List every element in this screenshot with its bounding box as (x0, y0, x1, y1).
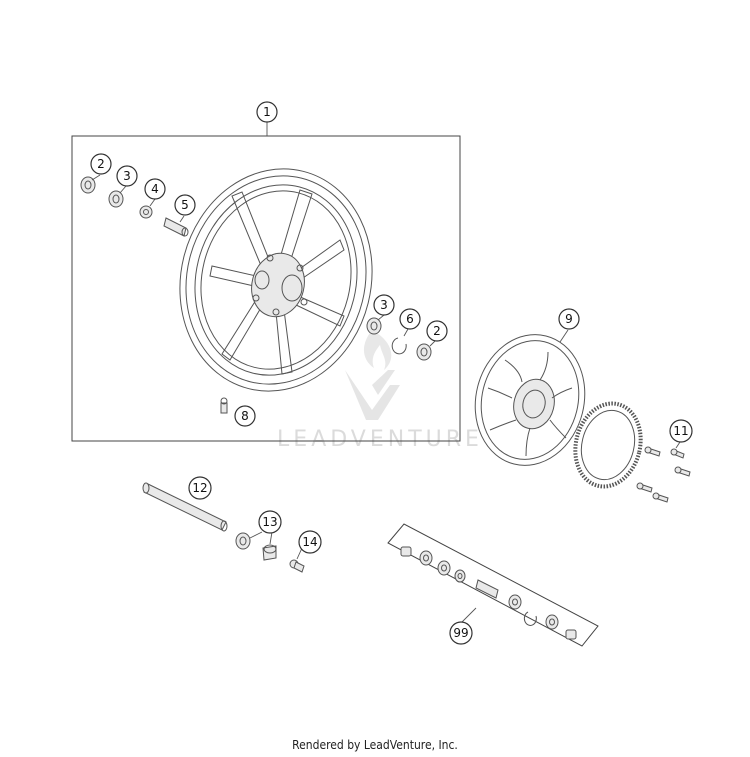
callout-5[interactable]: 5 (174, 194, 196, 216)
callout-9[interactable]: 9 (558, 308, 580, 330)
bolt-14 (289, 559, 305, 573)
abs-sensor-ring (573, 401, 643, 489)
svg-text:2: 2 (433, 324, 441, 338)
watermark-text: LEADVENTURE (277, 427, 483, 452)
axle-12 (142, 482, 228, 532)
callout-12[interactable]: 12 (188, 476, 212, 500)
svg-text:6: 6 (406, 312, 414, 326)
footer-credit: Rendered by LeadVenture, Inc. (292, 738, 458, 752)
svg-text:1: 1 (263, 105, 271, 119)
callout-2-left[interactable]: 2 (90, 153, 112, 175)
front-wheel (179, 168, 373, 392)
spacer-4 (139, 205, 153, 219)
circlip-6 (391, 337, 407, 355)
callout-99[interactable]: 99 (449, 621, 473, 645)
svg-text:2: 2 (97, 157, 105, 171)
svg-text:13: 13 (262, 515, 277, 529)
callout-6[interactable]: 6 (399, 308, 421, 330)
callout-8[interactable]: 8 (234, 405, 256, 427)
svg-text:8: 8 (241, 409, 249, 423)
svg-text:12: 12 (192, 481, 207, 495)
callout-11[interactable]: 11 (669, 419, 693, 443)
svg-text:99: 99 (453, 626, 468, 640)
leadventure-watermark: LEADVENTURE (277, 330, 483, 452)
valve-8 (220, 397, 228, 414)
svg-text:5: 5 (181, 198, 189, 212)
wheel-assembly-box (71, 135, 461, 442)
svg-text:9: 9 (565, 312, 573, 326)
svg-text:14: 14 (302, 535, 317, 549)
bearing-kit-99 (387, 523, 599, 647)
bearing-2-right (416, 343, 432, 361)
svg-text:3: 3 (380, 298, 388, 312)
svg-text:4: 4 (151, 182, 159, 196)
screws-11 (636, 446, 691, 503)
svg-text:3: 3 (123, 169, 131, 183)
bearing-3-right (366, 317, 382, 335)
callout-4[interactable]: 4 (144, 178, 166, 200)
svg-text:11: 11 (673, 424, 688, 438)
brake-disc (474, 334, 586, 466)
callout-13[interactable]: 13 (258, 510, 282, 534)
callout-3-right[interactable]: 3 (373, 294, 395, 316)
bearing-3-left (108, 190, 124, 208)
bearing-2-left (80, 176, 96, 194)
spacers-13 (235, 532, 277, 561)
callout-14[interactable]: 14 (298, 530, 322, 554)
callout-3-left[interactable]: 3 (116, 165, 138, 187)
sleeve-5 (163, 217, 189, 237)
callout-2-right[interactable]: 2 (426, 320, 448, 342)
callout-1[interactable]: 1 (256, 101, 278, 123)
